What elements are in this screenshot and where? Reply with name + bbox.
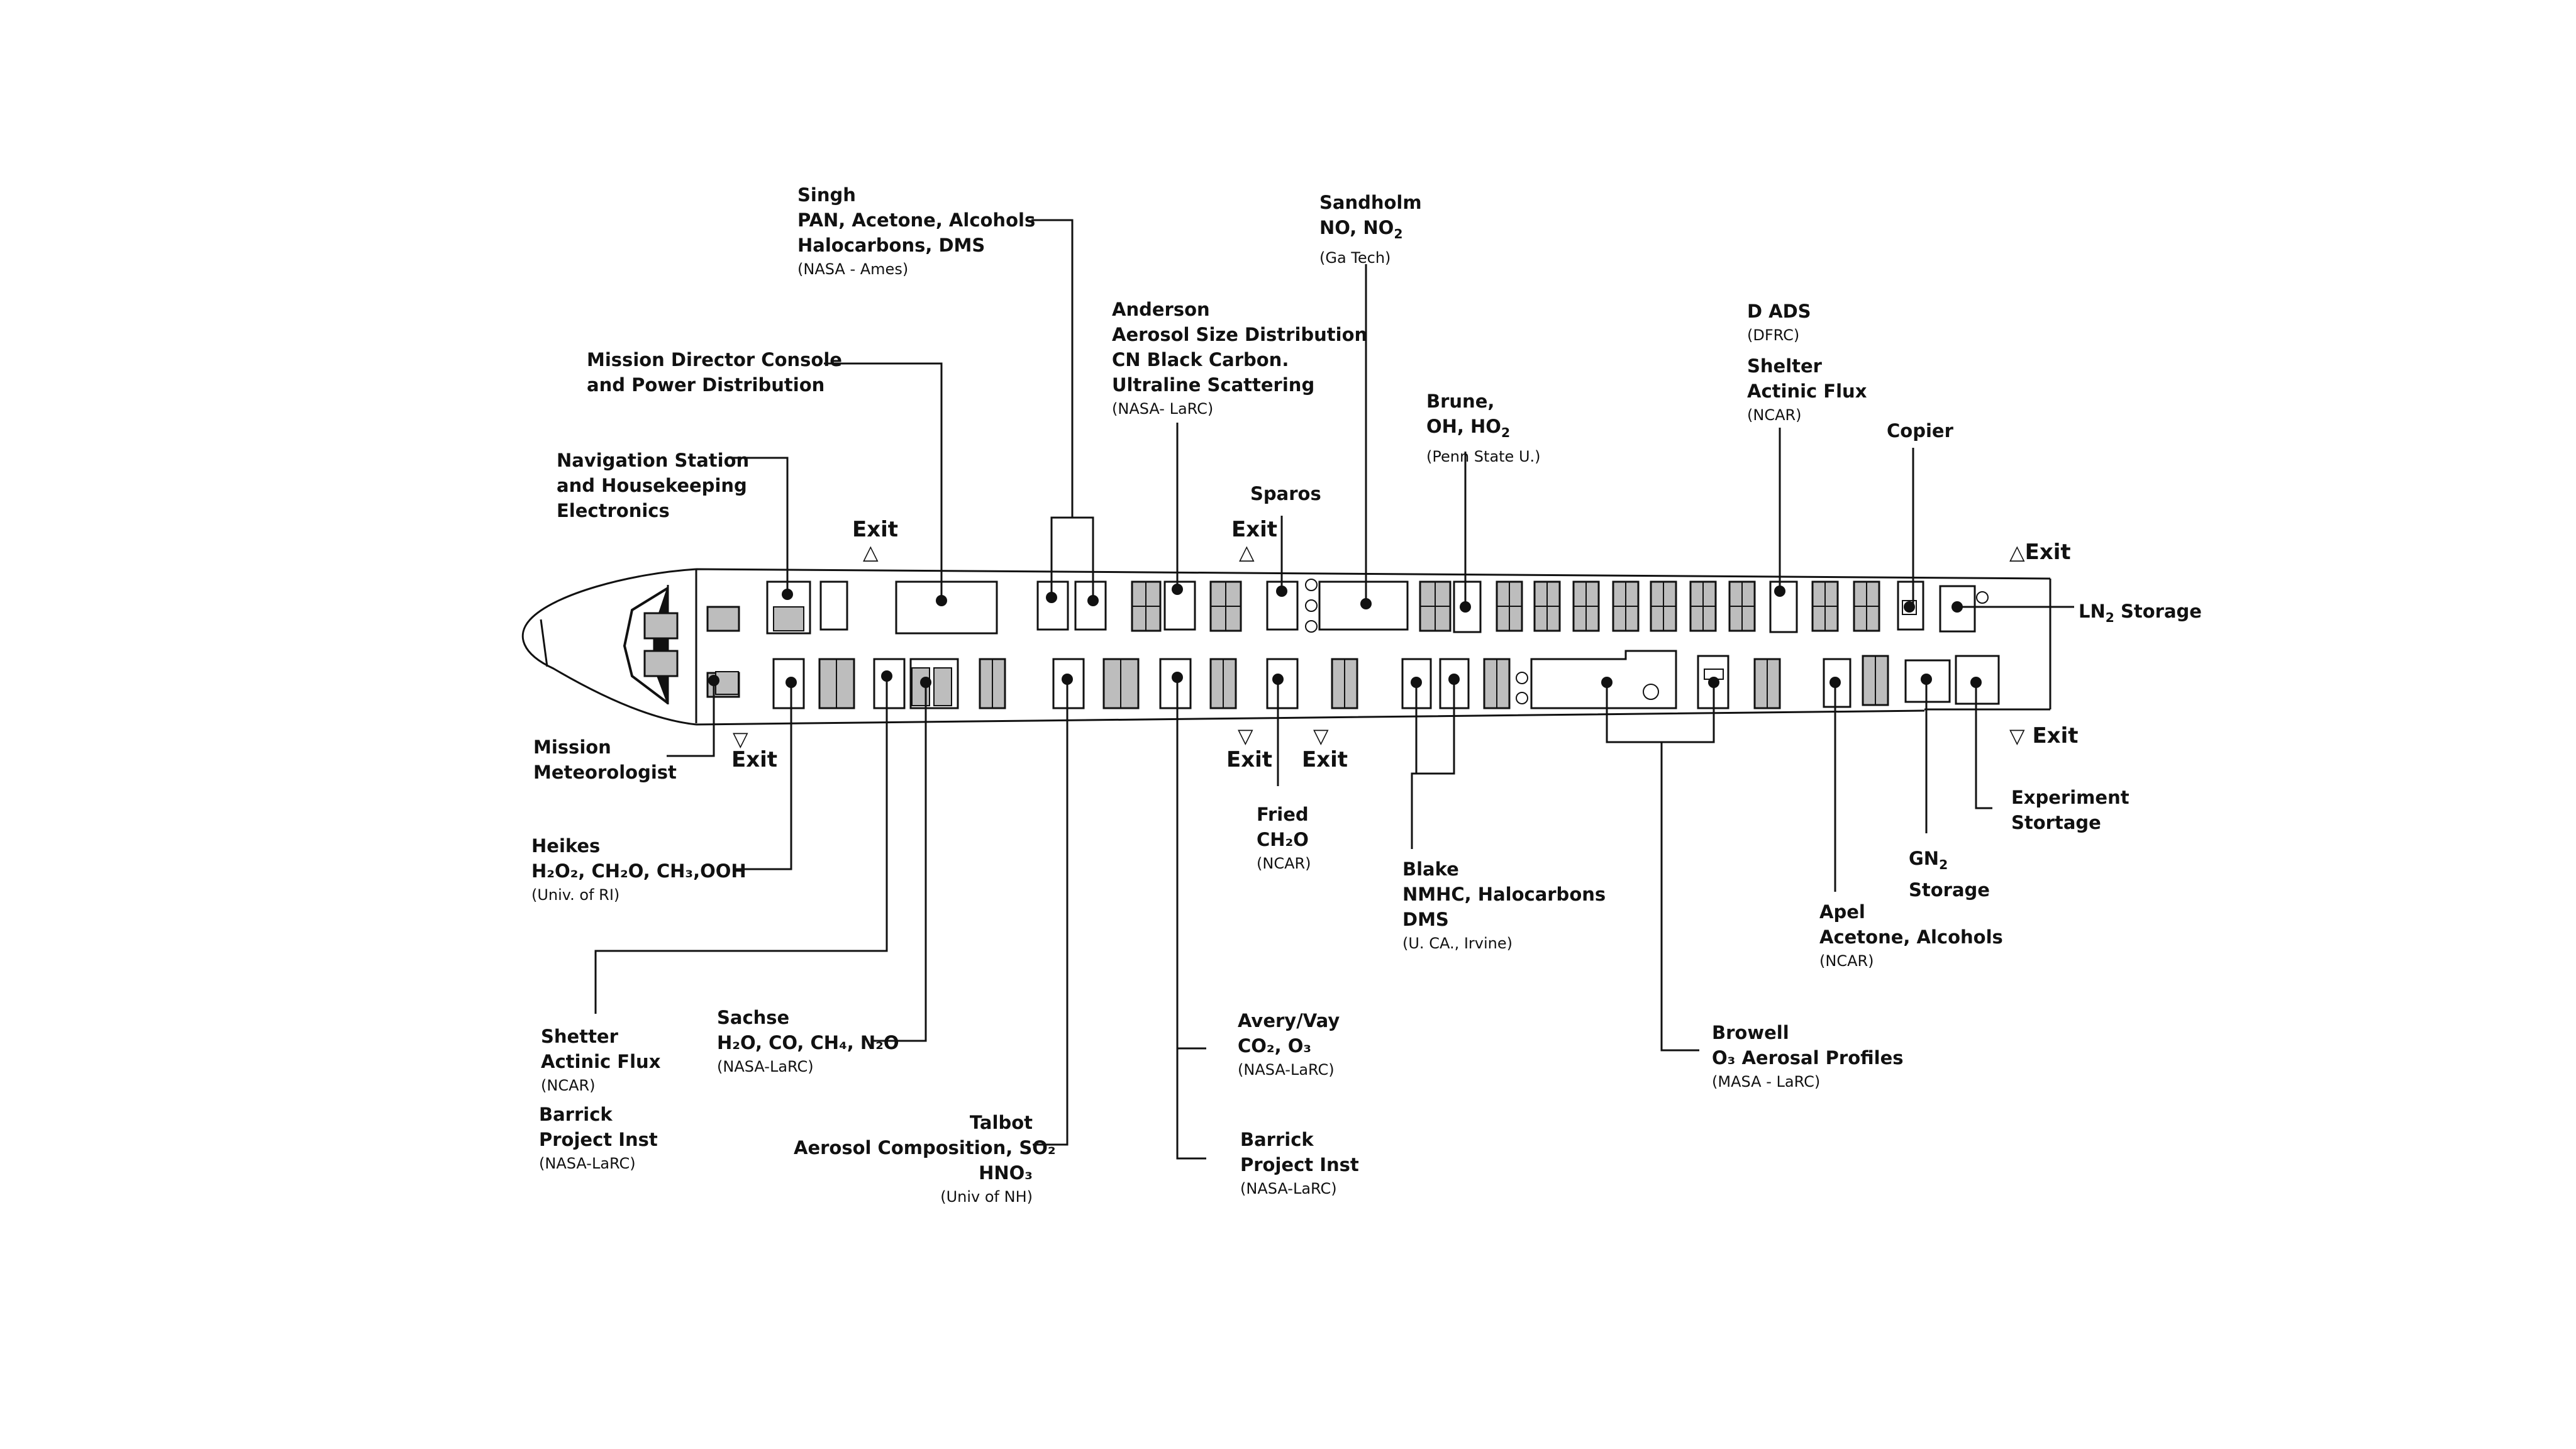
label-heikes: Heikes H₂O₂, CH₂O, CH₃,OOH (Univ. of RI): [531, 835, 747, 904]
label-talbot: Talbot Aerosol Composition, SO₂ HNO₃ (Un…: [794, 1112, 1056, 1206]
exit-mid-top: Exit: [1231, 517, 1278, 542]
leader-mission-director: [824, 362, 943, 601]
label-sachse: Sachse H₂O, CO, CH₄, N₂O (NASA-LaRC): [717, 1007, 899, 1075]
exit-mid-top-triangle: △: [1239, 540, 1255, 564]
exit-mid-bottom-2-label: Exit: [1302, 747, 1348, 772]
leader-mission-met: [667, 680, 715, 757]
exit-mid-bottom-1: ▽: [1238, 724, 1253, 748]
label-mission-met: Mission Meteorologist: [533, 736, 677, 783]
leader-browell: [1606, 682, 1715, 1052]
exit-aft-top: △Exit: [2009, 540, 2071, 565]
label-barrick-left: Barrick Project Inst (NASA-LaRC): [539, 1104, 658, 1172]
label-dads: D ADS (DFRC): [1747, 301, 1811, 344]
exit-aft-bottom: ▽ Exit: [2009, 723, 2079, 748]
leader-talbot: [1033, 679, 1069, 1146]
label-anderson: Anderson Aerosol Size Distribution CN Bl…: [1112, 299, 1368, 418]
leader-blake: [1411, 679, 1455, 849]
label-experiment: Experiment Stortage: [2011, 787, 2129, 833]
label-browell: Browell O₃ Aerosal Profiles (MASA - LaRC…: [1712, 1022, 1904, 1091]
leader-avery: [1176, 677, 1206, 1160]
label-mission-director: Mission Director Console and Power Distr…: [587, 349, 842, 396]
label-blake: Blake NMHC, Halocarbons DMS (U. CA., Irv…: [1402, 858, 1606, 952]
leader-sachse: [871, 682, 927, 1042]
label-shetter: Shetter Actinic Flux (NCAR): [541, 1026, 661, 1094]
label-shelter-top: Shelter Actinic Flux (NCAR): [1747, 355, 1867, 424]
label-sparos: Sparos: [1250, 483, 1321, 504]
exit-fwd-top-triangle: △: [863, 540, 879, 564]
label-barrick-mid: Barrick Project Inst (NASA-LaRC): [1240, 1129, 1359, 1197]
fuselage-outline: [521, 568, 2051, 726]
exit-mid-bottom-2: ▽: [1313, 724, 1329, 748]
label-copier: Copier: [1887, 420, 1953, 441]
leader-heikes: [734, 682, 792, 870]
leader-experiment: [1975, 682, 1992, 809]
exit-fwd-bottom-label: Exit: [731, 747, 778, 772]
label-sandholm: Sandholm NO, NO2 (Ga Tech): [1319, 192, 1422, 267]
exit-fwd-top: Exit: [852, 517, 899, 542]
cockpit-window: [623, 587, 669, 704]
exit-fwd-bottom: ▽: [733, 727, 748, 751]
leader-singh: [1031, 219, 1094, 601]
label-navigation: Navigation Station and Housekeeping Elec…: [557, 450, 750, 521]
label-brune: Brune, OH, HO2 (Penn State U.): [1426, 391, 1541, 465]
label-apel: Apel Acetone, Alcohols (NCAR): [1819, 901, 2003, 970]
label-avery: Avery/Vay CO₂, O₃ (NASA-LaRC): [1238, 1010, 1340, 1079]
label-singh: Singh PAN, Acetone, Alcohols Halocarbons…: [797, 184, 1036, 278]
leader-shetter: [594, 676, 888, 1014]
label-gn2: GN2 Storage: [1909, 848, 1990, 901]
leader-navigation: [730, 457, 789, 594]
label-fried: Fried CH₂O (NCAR): [1257, 804, 1311, 872]
label-ln2-storage: LN2 Storage: [2079, 601, 2202, 625]
exit-mid-bottom-1-label: Exit: [1226, 747, 1273, 772]
